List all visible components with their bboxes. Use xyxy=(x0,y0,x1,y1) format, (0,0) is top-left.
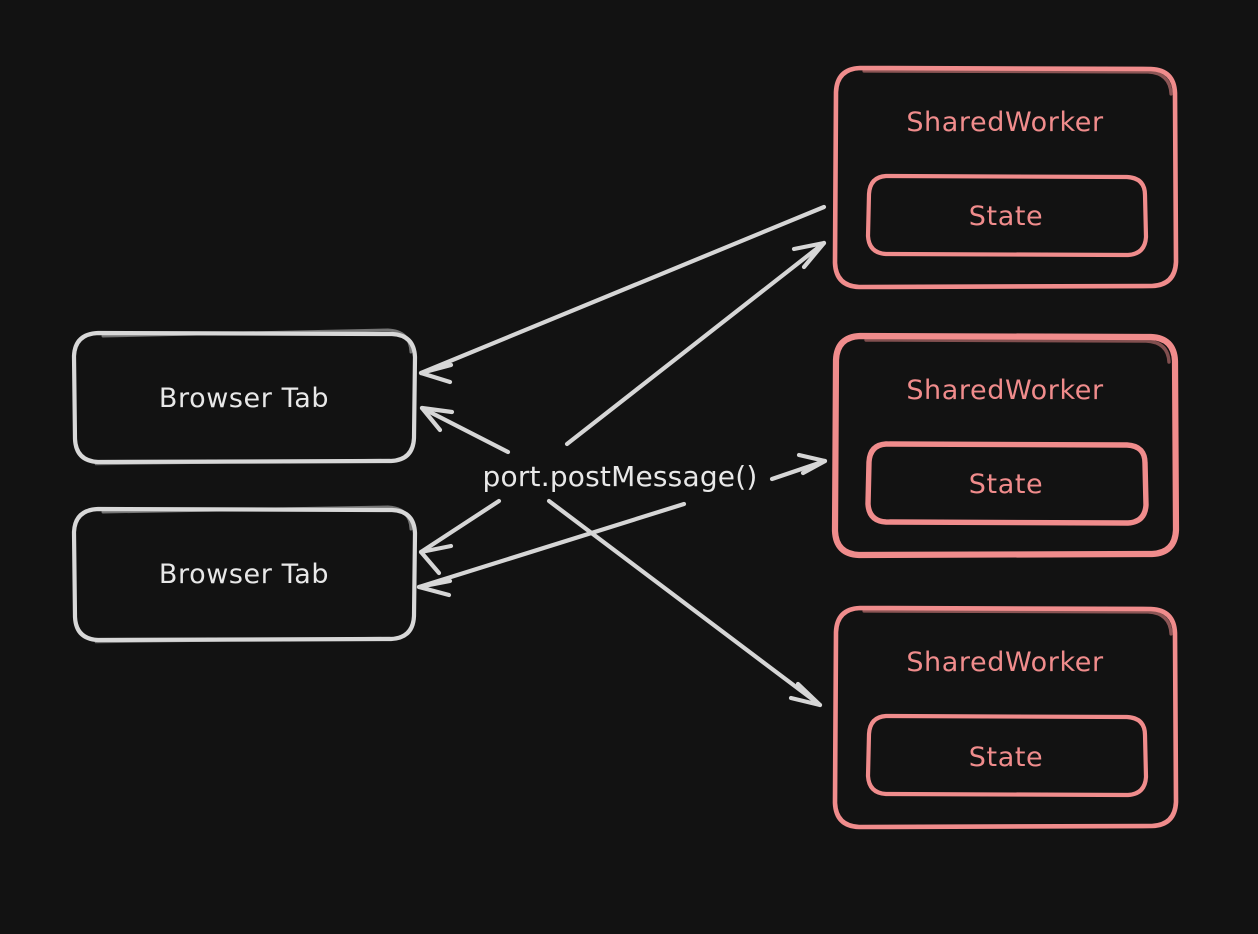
shared-worker-1-node[interactable]: SharedWorker State xyxy=(832,65,1179,290)
edge-hub-to-worker2[interactable] xyxy=(769,452,828,482)
shared-worker-3-state-label: State xyxy=(969,742,1043,773)
edge-worker3-to-tab2[interactable] xyxy=(416,501,687,598)
shared-worker-2-state-label: State xyxy=(969,469,1043,500)
browser-tab-2-node[interactable]: Browser Tab xyxy=(71,505,418,644)
browser-tab-1-outline xyxy=(71,330,418,465)
shared-worker-3-outline xyxy=(832,605,1179,830)
shared-worker-3-state-outline xyxy=(865,713,1149,798)
browser-tab-2-outline xyxy=(71,506,418,643)
edge-hub-to-tab2[interactable] xyxy=(418,498,502,576)
browser-tab-1-sketch-overlay xyxy=(101,328,413,354)
shared-worker-2-label: SharedWorker xyxy=(906,375,1104,406)
shared-worker-1-state-outline xyxy=(865,173,1149,258)
edge-tab2-to-worker3[interactable] xyxy=(546,498,823,708)
browser-tab-2-sketch-overlay xyxy=(101,505,413,531)
shared-worker-1-sketch-overlay xyxy=(862,69,1173,96)
browser-tab-1-label: Browser Tab xyxy=(159,383,329,414)
edge-tab1-to-worker1[interactable] xyxy=(564,240,827,447)
shared-worker-3-sketch-overlay xyxy=(862,609,1173,636)
browser-tab-1-sketch-overlay-bottom xyxy=(94,458,392,466)
edge-worker1-to-tab1[interactable] xyxy=(418,204,827,385)
shared-worker-1-outline xyxy=(832,65,1179,290)
shared-worker-2-sketch-overlay xyxy=(864,338,1171,364)
shared-worker-2-state-outline xyxy=(865,441,1149,526)
browser-tab-2-sketch-overlay-bottom xyxy=(94,636,392,644)
browser-tab-1-node[interactable]: Browser Tab xyxy=(71,328,418,466)
shared-worker-1-state-label: State xyxy=(969,201,1043,232)
shared-worker-3-label: SharedWorker xyxy=(906,647,1104,678)
shared-worker-3-node[interactable]: SharedWorker State xyxy=(832,605,1179,830)
edge-label-port-postmessage: port.postMessage() xyxy=(483,460,758,493)
shared-worker-2-node[interactable]: SharedWorker State xyxy=(831,332,1180,559)
shared-worker-2-outline xyxy=(831,332,1180,559)
browser-tab-2-label: Browser Tab xyxy=(159,559,329,590)
shared-worker-1-label: SharedWorker xyxy=(906,107,1104,138)
edge-hub-to-tab1[interactable] xyxy=(419,405,511,455)
